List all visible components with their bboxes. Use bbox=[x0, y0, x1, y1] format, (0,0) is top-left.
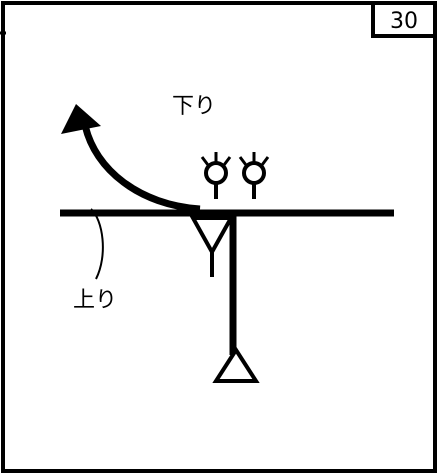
signal-lamp-right-icon bbox=[238, 152, 270, 199]
down-label: 下り bbox=[172, 94, 216, 119]
page-number: 30 bbox=[390, 9, 418, 34]
signal-lamp-left-icon bbox=[200, 152, 232, 199]
direction-arrow-curve bbox=[81, 124, 201, 213]
buffer-stop-icon bbox=[212, 346, 260, 383]
page-number-box: 30 bbox=[371, 1, 437, 38]
up-label-leader bbox=[90, 208, 104, 280]
up-label: 上り bbox=[73, 288, 117, 313]
turnout-y-icon bbox=[189, 216, 235, 277]
direction-arrow-head-icon bbox=[61, 104, 101, 134]
